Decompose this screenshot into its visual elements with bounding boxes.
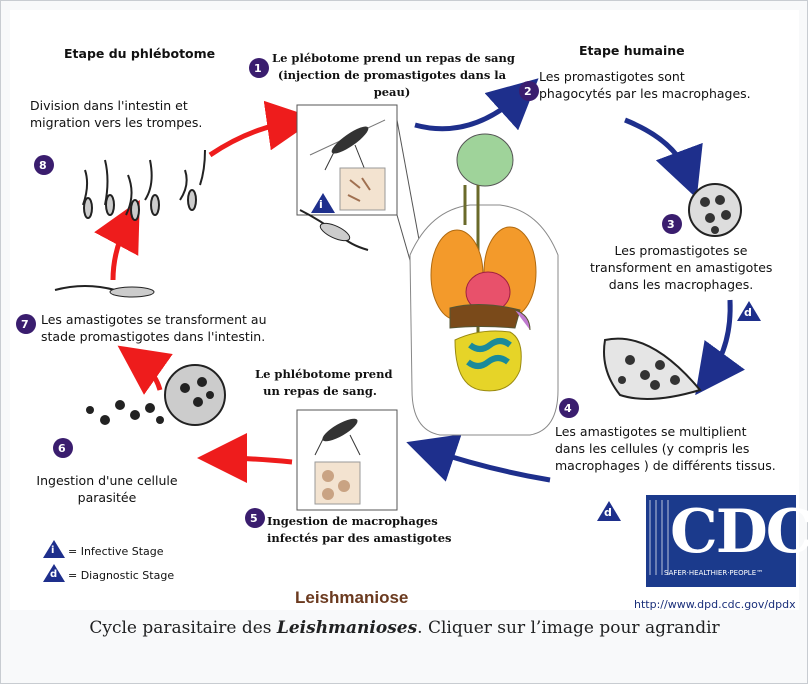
step-5-line-1: Ingestion de macrophages [267, 513, 452, 530]
arrow-3-to-4 [710, 300, 730, 375]
step-6-line-1: Ingestion d'une cellule [32, 472, 182, 489]
step-2-line-1: Les promastigotes sont [539, 68, 751, 85]
step-6-number: 6 [58, 440, 66, 457]
step-3-line-1: Les promastigotes se [590, 242, 772, 259]
legend-infective-icon: i [51, 542, 54, 559]
step-1-line-2: (injection de promastigotes dans la [272, 67, 512, 84]
legend-diagnostic-icon: d [50, 566, 57, 583]
step-7-number: 7 [21, 316, 29, 333]
step-3-number: 3 [667, 216, 675, 233]
human-stage-header: Etape humaine [579, 42, 685, 59]
diagnostic-stage-icon-step4: d [604, 504, 612, 521]
promastigote-step1 [300, 210, 368, 250]
step-2-number: 2 [524, 83, 532, 100]
arrow-4-to-5 [430, 450, 550, 480]
step-7-line-2: stade promastigotes dans l'intestin. [41, 328, 267, 345]
step-5-top-line-1: Le phlébotome prend [255, 366, 385, 383]
step-3-line-2: transforment en amastigotes [590, 259, 772, 276]
step-1-line-1: Le plébotome prend un repas de sang [272, 50, 512, 67]
phlebotome-stage-header: Etape du phlébotome [64, 45, 215, 62]
macrophage-step3 [689, 184, 741, 236]
step-2-line-2: phagocytés par les macrophages. [539, 85, 751, 102]
legend-infective-label: = Infective Stage [68, 543, 164, 560]
step-6-text: Ingestion d'une cellule parasitée [32, 472, 182, 506]
caption-suffix: . Cliquer sur l’image pour agrandir [417, 618, 719, 638]
caption-prefix: Cycle parasitaire des [89, 618, 277, 638]
arrow-7-to-8 [113, 222, 128, 280]
human-body [410, 134, 558, 435]
cdc-tagline: SAFER·HEALTHIER·PEOPLE™ [664, 568, 763, 578]
step-5-top-line-2: un repas de sang. [255, 383, 385, 400]
cdc-logo-text: CDC [670, 500, 808, 564]
caption-emphasis[interactable]: Leishmanioses [277, 618, 417, 638]
step-7-line-1: Les amastigotes se transforment au [41, 311, 267, 328]
step-4-line-1: Les amastigotes se multiplient [555, 423, 776, 440]
step-8-number: 8 [39, 157, 47, 174]
infective-stage-icon: i [319, 196, 323, 213]
cdc-url: http://www.dpd.cdc.gov/dpdx [634, 598, 796, 611]
arrow-6-to-7 [138, 360, 160, 390]
step-3-text: Les promastigotes se transforment en ama… [590, 242, 772, 293]
step-5-line-2: infectés par des amastigotes [267, 530, 452, 547]
step-1-number: 1 [254, 60, 262, 77]
promastigotes-step8 [83, 150, 205, 220]
step-8-text: Division dans l'intestin et migration ve… [30, 97, 202, 131]
step-4-line-3: macrophages ) de différents tissus. [555, 457, 776, 474]
figure-caption: Cycle parasitaire des Leishmanioses. Cli… [10, 613, 799, 643]
promastigote-step7 [55, 286, 154, 297]
step-5-text: Ingestion de macrophages infectés par de… [267, 513, 452, 547]
step-1-line-3: peau) [272, 84, 512, 101]
arrow-8-to-1 [210, 122, 292, 155]
cell-burst-step6 [86, 365, 225, 425]
leishmaniasis-cycle-diagram[interactable]: Etape du phlébotome Etape humaine 1 2 3 … [10, 10, 799, 610]
step-7-text: Les amastigotes se transforment au stade… [41, 311, 267, 345]
step-2-text: Les promastigotes sont phagocytés par le… [539, 68, 751, 102]
infected-cell-step4 [604, 339, 700, 399]
diagnostic-stage-icon-step3: d [744, 304, 752, 321]
step-1-text: Le plébotome prend un repas de sang (inj… [272, 50, 512, 101]
step-4-number: 4 [564, 400, 572, 417]
step-5-number: 5 [250, 510, 258, 527]
diagram-title: Leishmaniose [295, 588, 408, 608]
step-4-text: Les amastigotes se multiplient dans les … [555, 423, 776, 474]
legend-diagnostic-label: = Diagnostic Stage [68, 567, 174, 584]
step-8-line-1: Division dans l'intestin et [30, 97, 202, 114]
step-4-line-2: dans les cellules (y compris les [555, 440, 776, 457]
step-8-line-2: migration vers les trompes. [30, 114, 202, 131]
step-3-line-3: dans les macrophages. [590, 276, 772, 293]
step-5-top-label: Le phlébotome prend un repas de sang. [255, 366, 385, 400]
arrow-2-to-3 [625, 120, 688, 175]
step-6-line-2: parasitée [32, 489, 182, 506]
arrow-5-to-6 [222, 458, 292, 462]
